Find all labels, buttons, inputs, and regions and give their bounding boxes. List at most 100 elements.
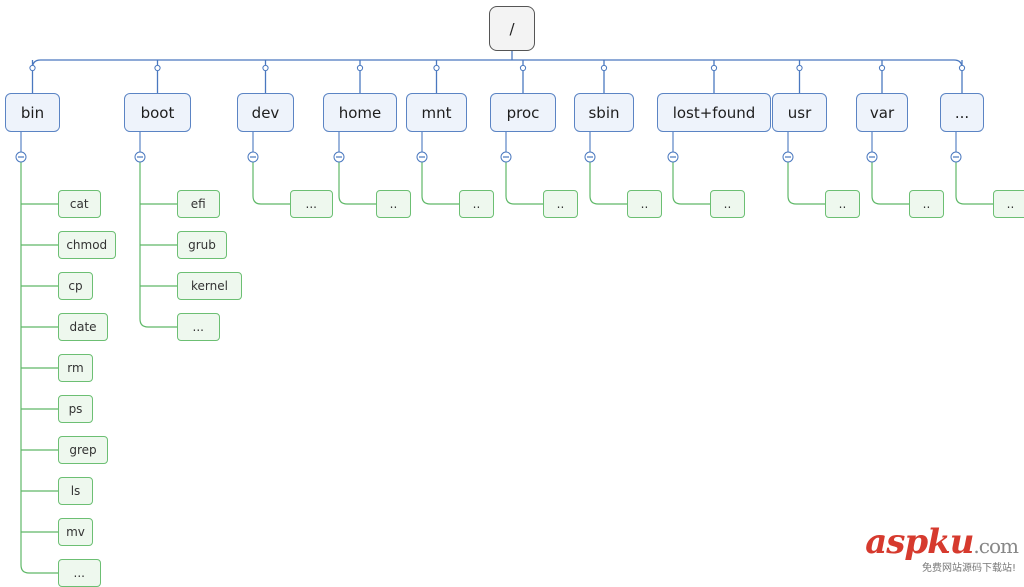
child-node-4-0-label: .. [472, 197, 481, 211]
connector-dot [262, 64, 269, 72]
child-node-0-6-label: grep [69, 443, 97, 457]
connector-dot [29, 64, 36, 72]
child-node-2-0: ... [290, 190, 333, 218]
dir-node-9-label: var [869, 103, 895, 122]
connector-dot [600, 64, 608, 72]
dir-node-7: lost+found [657, 93, 771, 132]
child-node-8-0-label: .. [838, 197, 847, 211]
connector-dot [710, 64, 718, 72]
child-node-1-1: grub [177, 231, 227, 259]
child-node-1-2-label: kernel [191, 279, 228, 293]
child-node-2-0-label: ... [305, 197, 317, 211]
dir-node-0: bin [5, 93, 60, 132]
child-node-0-5: ps [58, 395, 93, 423]
connector-dot [154, 64, 161, 72]
child-node-1-3-label: ... [192, 320, 204, 334]
connector-dot [796, 64, 803, 72]
connector-dot [958, 64, 966, 72]
child-node-1-0: efi [177, 190, 220, 218]
dir-node-10-label: ... [954, 103, 970, 122]
child-node-1-2: kernel [177, 272, 242, 300]
child-node-9-0-label: .. [922, 197, 931, 211]
dir-node-1: boot [124, 93, 191, 132]
child-connector [955, 195, 993, 205]
child-node-0-0-label: cat [69, 197, 89, 211]
collapse-toggle-icon[interactable] [333, 151, 345, 163]
child-node-0-0: cat [58, 190, 101, 218]
dir-node-0-label: bin [20, 103, 45, 122]
child-connector [505, 195, 543, 205]
child-node-9-0: .. [909, 190, 944, 218]
child-node-8-0: .. [825, 190, 860, 218]
collapse-toggle-icon[interactable] [866, 151, 878, 163]
connector-dot [433, 64, 440, 72]
dir-node-2: dev [237, 93, 294, 132]
collapse-toggle-icon[interactable] [584, 151, 596, 163]
child-node-6-0: .. [627, 190, 662, 218]
connector-dot [356, 64, 364, 72]
dir-node-9: var [856, 93, 908, 132]
child-node-3-0: .. [376, 190, 411, 218]
child-node-0-4: rm [58, 354, 93, 382]
child-connector [672, 195, 710, 205]
bus-line [31, 59, 963, 69]
dir-node-3-label: home [338, 103, 382, 122]
dir-node-1-label: boot [140, 103, 175, 122]
child-node-10-0: .. [993, 190, 1024, 218]
child-connector [139, 318, 177, 328]
dir-node-5: proc [490, 93, 556, 132]
child-node-1-3: ... [177, 313, 220, 341]
child-node-10-0-label: .. [1006, 197, 1015, 211]
connector-dot [878, 64, 886, 72]
collapse-toggle-icon[interactable] [950, 151, 962, 163]
child-connector [871, 195, 909, 205]
child-node-0-2: cp [58, 272, 93, 300]
child-node-1-1-label: grub [188, 238, 216, 252]
root-node-label: / [509, 19, 515, 38]
watermark-logo: aspku.com 免费网站源码下载站! [865, 522, 1019, 574]
child-node-0-1-label: chmod [66, 238, 108, 252]
collapse-toggle-icon[interactable] [500, 151, 512, 163]
dir-node-8: usr [772, 93, 827, 132]
child-node-0-7-label: ls [70, 484, 81, 498]
child-node-0-4-label: rm [67, 361, 84, 375]
dir-node-5-label: proc [506, 103, 540, 122]
child-node-3-0-label: .. [389, 197, 398, 211]
child-node-0-7: ls [58, 477, 93, 505]
dir-node-3: home [323, 93, 397, 132]
child-node-0-3: date [58, 313, 108, 341]
child-node-0-5-label: ps [68, 402, 83, 416]
child-connector [252, 195, 290, 205]
collapse-toggle-icon[interactable] [134, 151, 146, 163]
connector-dot [519, 64, 527, 72]
child-node-5-0: .. [543, 190, 578, 218]
collapse-toggle-icon[interactable] [416, 151, 428, 163]
dir-node-2-label: dev [251, 103, 280, 122]
child-node-0-9-label: ... [73, 566, 85, 580]
child-node-0-2-label: cp [68, 279, 83, 293]
child-node-4-0: .. [459, 190, 494, 218]
collapse-toggle-icon[interactable] [247, 151, 259, 163]
child-node-0-8: mv [58, 518, 93, 546]
dir-node-4: mnt [406, 93, 467, 132]
root-node: / [489, 6, 535, 51]
child-node-0-1: chmod [58, 231, 116, 259]
dir-node-6: sbin [574, 93, 634, 132]
child-connector [787, 195, 825, 205]
child-node-1-0-label: efi [190, 197, 206, 211]
dir-node-8-label: usr [787, 103, 812, 122]
child-node-0-6: grep [58, 436, 108, 464]
child-node-7-0-label: .. [723, 197, 732, 211]
collapse-toggle-icon[interactable] [667, 151, 679, 163]
collapse-toggle-icon[interactable] [782, 151, 794, 163]
child-node-0-9: ... [58, 559, 101, 587]
child-node-6-0-label: .. [640, 197, 649, 211]
dir-node-7-label: lost+found [672, 103, 756, 122]
child-connector [20, 564, 58, 574]
child-node-0-8-label: mv [66, 525, 85, 539]
child-node-7-0: .. [710, 190, 745, 218]
collapse-toggle-icon[interactable] [15, 151, 27, 163]
dir-node-4-label: mnt [421, 103, 452, 122]
